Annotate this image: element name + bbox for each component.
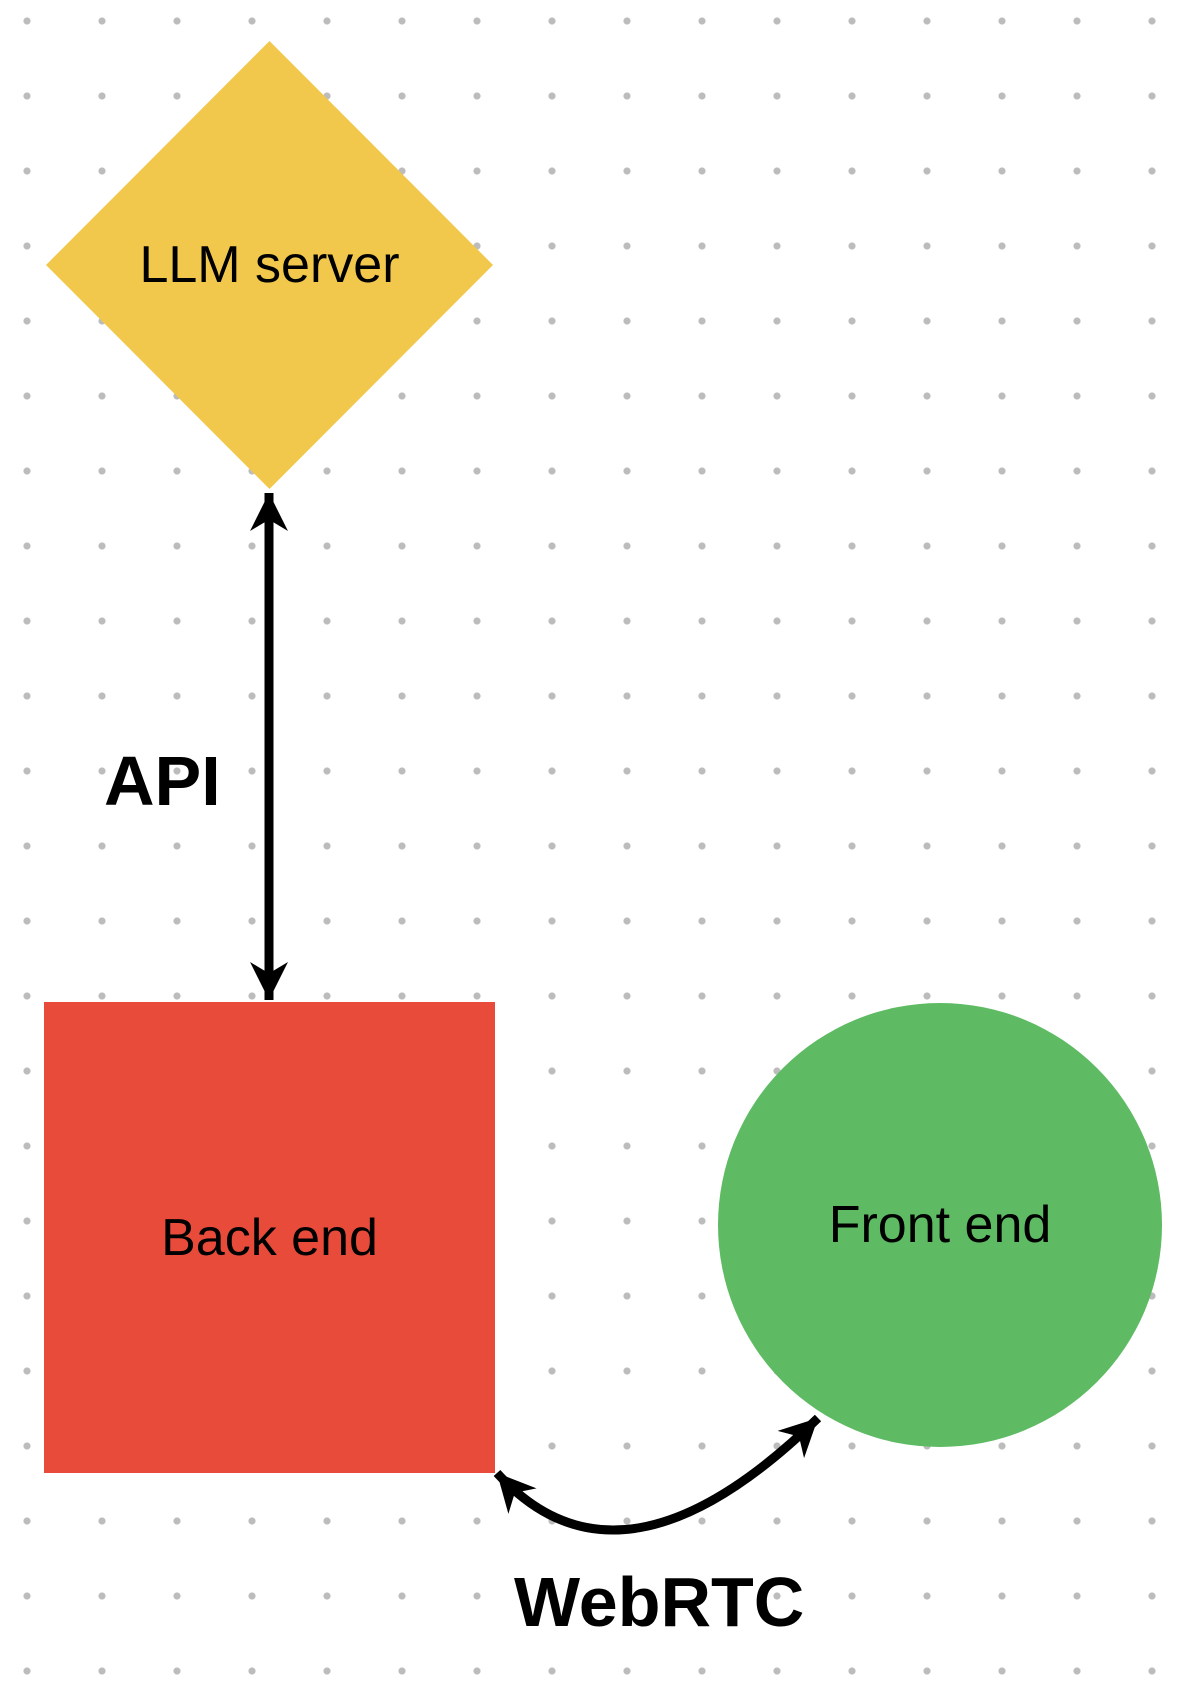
node-front-end[interactable]: Front end bbox=[718, 1003, 1162, 1447]
node-back-end[interactable]: Back end bbox=[44, 1002, 495, 1473]
node-label-back-end: Back end bbox=[161, 1208, 378, 1267]
api-connector-label: API bbox=[104, 742, 221, 820]
webrtc-connector-label: WebRTC bbox=[514, 1563, 805, 1641]
node-label-llm-server: LLM server bbox=[139, 236, 400, 294]
node-label-front-end: Front end bbox=[828, 1196, 1052, 1254]
webrtc-connector-arrow[interactable] bbox=[493, 1414, 822, 1535]
